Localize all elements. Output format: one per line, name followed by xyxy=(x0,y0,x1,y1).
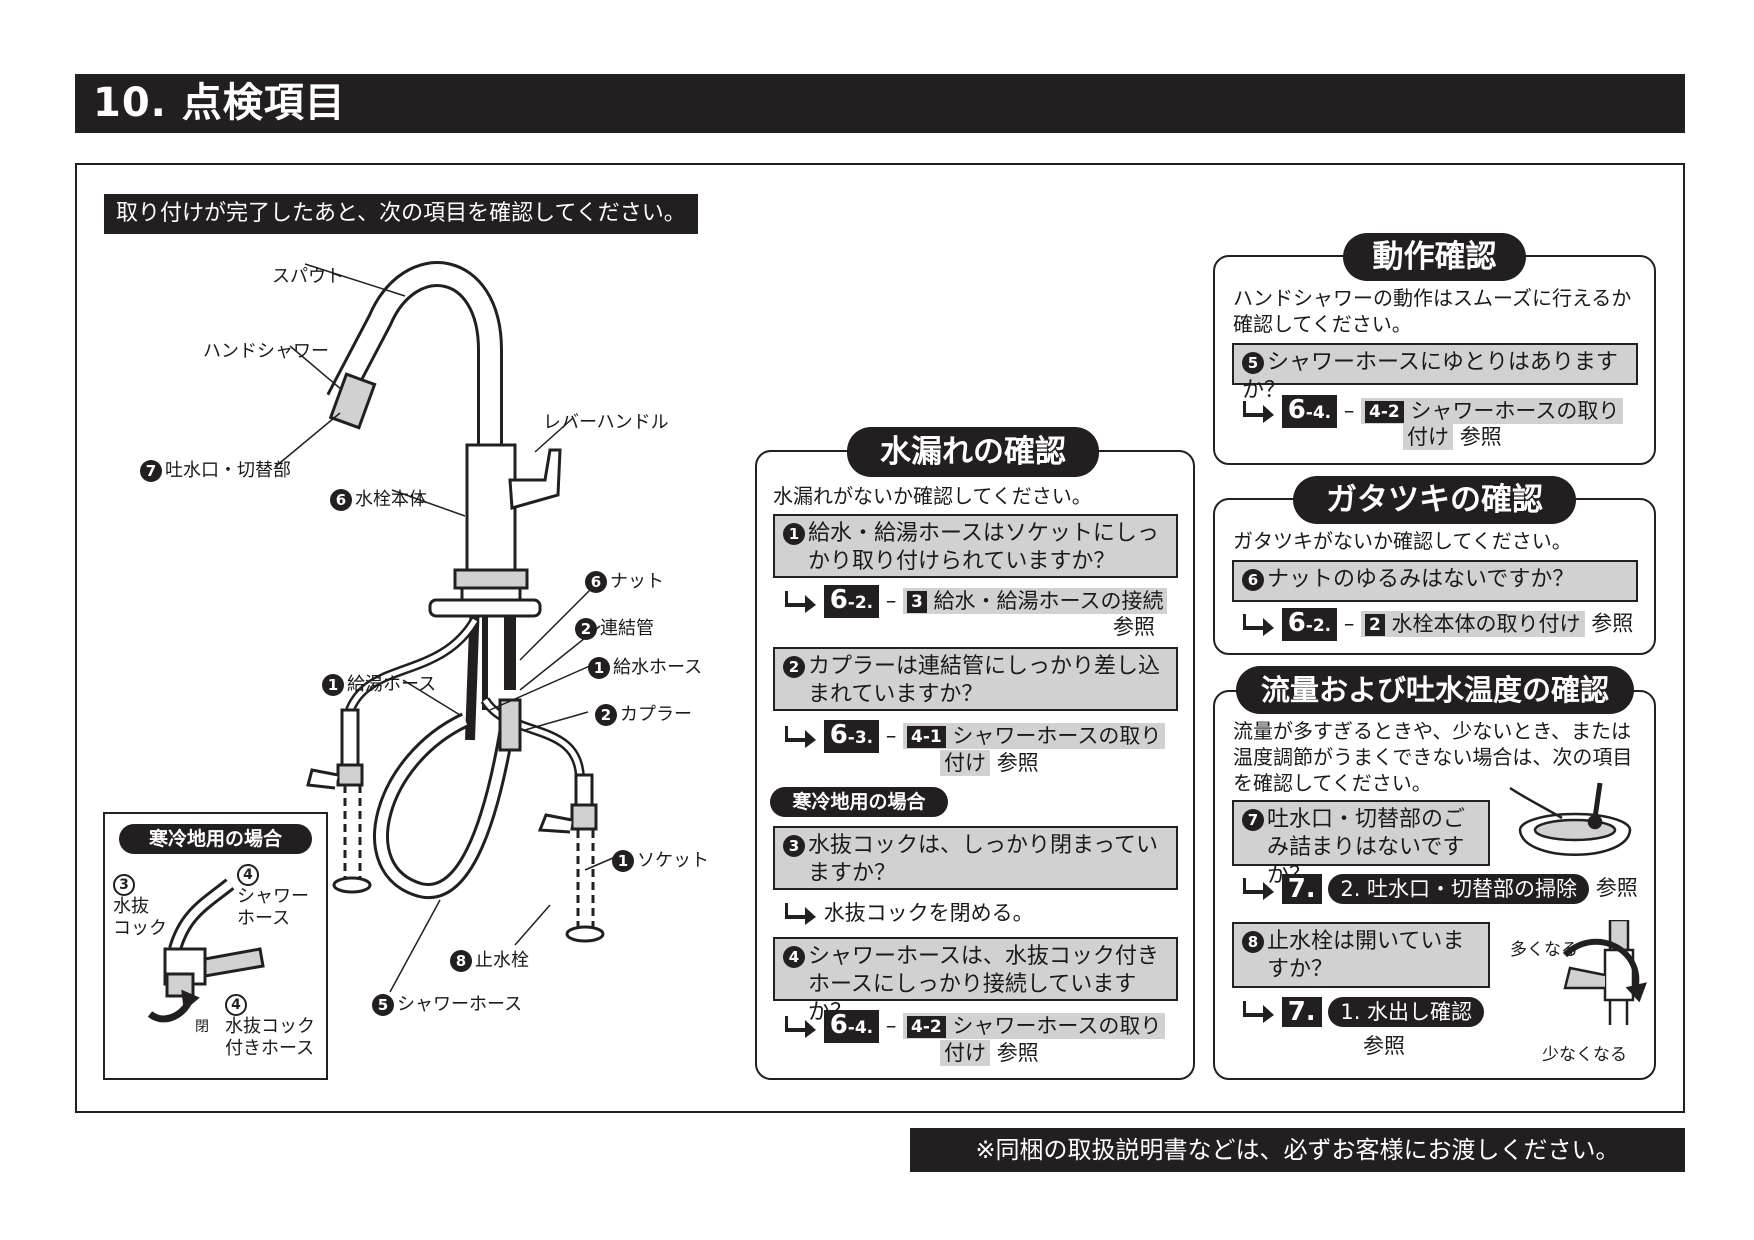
leak-check-intro: 水漏れがないか確認してください。 xyxy=(773,484,1092,508)
number-badge: 3 xyxy=(113,874,135,896)
wobble-check-intro: ガタツキがないか確認してください。 xyxy=(1233,529,1572,553)
number-badge: 6 xyxy=(1242,569,1264,591)
footer-note: ※同梱の取扱説明書などは、必ずお客様にお渡しください。 xyxy=(910,1128,1685,1172)
wobble-check-title: ガタツキの確認 xyxy=(1293,476,1576,524)
number-badge: 5 xyxy=(1242,352,1264,374)
hand-shower-shape xyxy=(328,372,377,430)
label-less-flow: 少なくなる xyxy=(1542,1045,1627,1065)
operation-ref: 6-4. – 4-2 シャワーホースの取り xyxy=(1243,395,1624,428)
number-badge: 4 xyxy=(237,864,259,886)
rotate-arrow-icon xyxy=(1562,938,1640,991)
number-badge: 8 xyxy=(450,950,472,972)
ref-arrow-icon xyxy=(1243,878,1274,900)
operation-check-intro: ハンドシャワーの動作はスムーズに行えるか確認してください。 xyxy=(1233,286,1632,336)
flow-ref-8: 7. 1. 水出し確認 xyxy=(1243,997,1485,1027)
right-stop-valve-shape xyxy=(570,803,598,831)
ref-arrow-icon xyxy=(1243,613,1274,636)
leak-ref-3: 水抜コックを閉める。 xyxy=(785,900,1034,927)
cleaning-illustration xyxy=(1509,782,1632,856)
number-badge: 2 xyxy=(783,656,805,678)
label-drain-cock-hose: 4 水抜コック 付きホース xyxy=(225,994,315,1060)
ref-arrow-icon xyxy=(1243,1001,1274,1023)
ref-arrow-icon xyxy=(785,725,816,748)
flow-check-title: 流量および吐水温度の確認 xyxy=(1236,666,1634,714)
leak-check-title: 水漏れの確認 xyxy=(847,427,1099,477)
lever-shape xyxy=(508,448,562,510)
faucet-body-shape xyxy=(465,443,517,577)
number-badge: 1 xyxy=(783,523,805,545)
ref-arrow-icon xyxy=(785,590,816,613)
flow-ref-8-see: 参照 xyxy=(1363,1034,1405,1058)
instruction-banner: 取り付けが完了したあと、次の項目を確認してください。 xyxy=(104,194,698,234)
label-spout: スパウト xyxy=(272,266,344,287)
coupler-shape xyxy=(498,698,522,752)
label-lever-handle: レバーハンドル xyxy=(543,412,669,433)
leak-ref-1: 6-2. – 3 給水・給湯ホースの接続 xyxy=(785,585,1168,618)
number-badge: 6 xyxy=(330,489,352,511)
label-more-flow: 多くなる xyxy=(1510,940,1578,960)
cold-climate-tag: 寒冷地用の場合 xyxy=(119,824,312,854)
operation-check-title: 動作確認 xyxy=(1343,233,1526,281)
number-badge: 8 xyxy=(1242,931,1264,953)
number-badge: 7 xyxy=(140,460,162,482)
leak-ref-2: 6-3. – 4-1 シャワーホースの取り xyxy=(785,720,1166,753)
label-close: 閉 xyxy=(195,1019,209,1035)
leak-cold-climate-tag: 寒冷地用の場合 xyxy=(770,787,948,817)
number-badge: 1 xyxy=(322,674,344,696)
ref-arrow-icon xyxy=(1243,400,1274,423)
left-stop-valve-shape xyxy=(336,763,364,787)
number-badge: 3 xyxy=(783,835,805,857)
leak-ref-4-cont: 付け 参照 xyxy=(940,1040,1039,1067)
leak-ref-2-cont: 付け 参照 xyxy=(940,750,1039,777)
number-badge: 5 xyxy=(372,994,394,1016)
ref-arrow-icon xyxy=(785,1015,816,1038)
number-badge: 4 xyxy=(225,994,247,1016)
label-drain-cock: 3 水抜 コック xyxy=(113,874,167,940)
faucet-diagram xyxy=(274,261,621,993)
number-badge: 1 xyxy=(612,850,634,872)
page-title: 10. 点検項目 xyxy=(75,74,1685,133)
leak-ref-4: 6-4. – 4-2 シャワーホースの取り xyxy=(785,1010,1166,1043)
leak-ref-1-see: 参照 xyxy=(1113,615,1155,639)
number-badge: 4 xyxy=(783,946,805,968)
stop-valve-illustration xyxy=(1562,920,1647,1025)
number-badge: 2 xyxy=(595,704,617,726)
main-frame xyxy=(75,163,1685,1113)
operation-ref-cont: 付け 参照 xyxy=(1403,424,1502,451)
flow-check-intro: 流量が多すぎるときや、少ないとき、または温度調節がうまくできない場合は、次の項目… xyxy=(1233,719,1633,795)
number-badge: 1 xyxy=(588,657,610,679)
ref-arrow-icon xyxy=(785,903,816,925)
number-badge: 7 xyxy=(1242,809,1264,831)
flow-ref-7: 7. 2. 吐水口・切替部の掃除 参照 xyxy=(1243,874,1638,904)
wobble-ref: 6-2. – 2 水栓本体の取り付け 参照 xyxy=(1243,608,1633,641)
label-hand-shower: ハンドシャワー xyxy=(203,341,329,362)
drain-cock-illustration xyxy=(147,878,265,1023)
number-badge: 2 xyxy=(575,618,597,640)
number-badge: 6 xyxy=(585,571,607,593)
label-inset-shower-hose: 4 シャワー ホース xyxy=(237,864,309,930)
cold-climate-inset: 寒冷地用の場合 3 水抜 コック 4 シャワー ホース 閉 4 水抜コック 付き… xyxy=(103,812,328,1080)
